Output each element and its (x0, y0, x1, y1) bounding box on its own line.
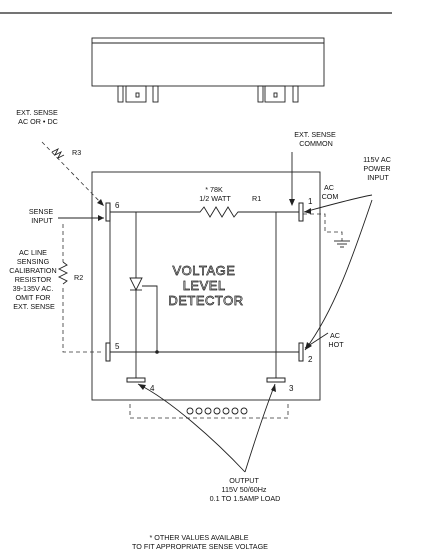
ext-sense-source-label: EXT. SENSE AC OR • DC (16, 108, 60, 126)
module-side-view (91, 37, 325, 103)
terminal-3-label: 3 (289, 384, 294, 393)
mounting-tab (264, 85, 286, 103)
resistor-r2 (57, 224, 104, 353)
module-body-side (91, 37, 325, 87)
terminal-2-label: 2 (308, 355, 313, 364)
resistor-r1 (110, 206, 300, 218)
r3-label: R3 (72, 148, 81, 157)
ac-hot-label: AC HOT (328, 331, 344, 349)
side-pin (152, 85, 159, 103)
ext-sense-common-label: EXT. SENSE COMMON (294, 130, 338, 148)
terminal-2 (298, 342, 304, 362)
r2-label: R2 (74, 273, 83, 282)
potting-marks (186, 407, 248, 415)
r1-value-label: * 78K 1/2 WATT (199, 185, 231, 203)
terminal-5-label: 5 (115, 342, 120, 351)
diode (129, 212, 143, 378)
terminal-5 (105, 342, 111, 362)
junction-dot (155, 350, 159, 354)
ac-hot-pointer (304, 332, 329, 349)
sense-input-label: SENSE INPUT (29, 207, 55, 225)
ac-line-resistor-label: AC LINE SENSING CALIBRATION RESISTOR 39-… (9, 248, 58, 311)
r1-label: R1 (252, 194, 261, 203)
power-input-leads (303, 194, 373, 351)
terminal-6-label: 6 (115, 201, 120, 210)
sense-input-pointer (58, 215, 104, 221)
side-pin (257, 85, 264, 103)
block-title: VOLTAGE LEVEL DETECTOR (168, 263, 243, 308)
mounting-tab (125, 85, 147, 103)
terminal-4-label: 4 (150, 384, 155, 393)
side-pin (292, 85, 299, 103)
wire-diode-sense (142, 285, 158, 352)
ac-com-ground (303, 213, 350, 248)
bottom-outline (129, 404, 289, 419)
power-input-label: 115V AC POWER INPUT (363, 155, 393, 182)
footnote: * OTHER VALUES AVAILABLE TO FIT APPROPRI… (132, 533, 268, 551)
terminal-1-label: 1 (308, 197, 313, 206)
mounting-hole (135, 92, 140, 98)
terminal-3 (266, 377, 286, 383)
ext-sense-common-lead (289, 152, 295, 206)
side-pin (117, 85, 124, 103)
terminal-6 (105, 202, 111, 222)
ext-sense-lead (41, 141, 105, 207)
output-label: OUTPUT 115V 50/60Hz 0.1 TO 1.5AMP LOAD (210, 476, 281, 503)
output-leads (137, 383, 276, 473)
ac-com-label: AC COM (322, 183, 339, 201)
terminal-1 (298, 202, 304, 222)
mounting-hole (273, 92, 278, 98)
module-body (91, 171, 321, 401)
terminal-4 (126, 377, 146, 383)
